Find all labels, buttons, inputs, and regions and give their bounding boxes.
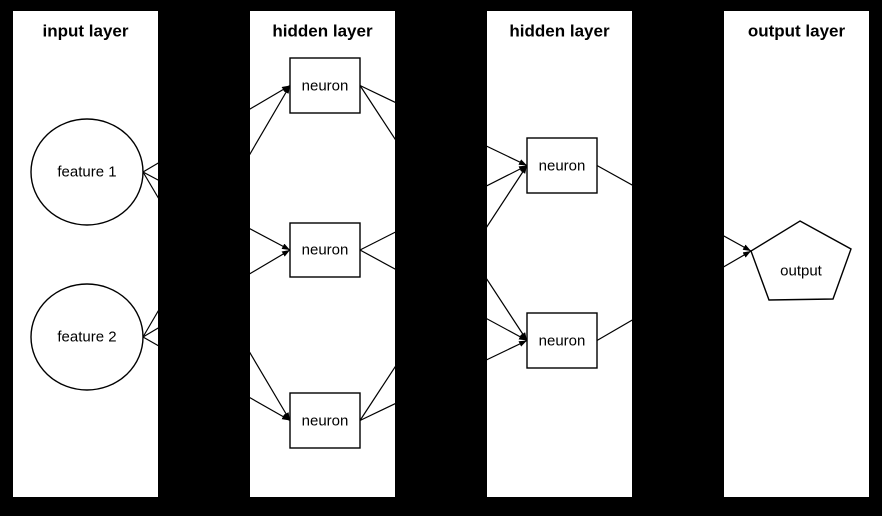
node-hidden1-neuron-1: neuron — [289, 57, 361, 114]
node-feature-1: feature 1 — [30, 118, 144, 226]
node-output-label: output — [780, 263, 823, 280]
panel-hidden-layer-2: hidden layer — [487, 11, 632, 497]
node-hidden2-neuron-2-label: neuron — [539, 333, 586, 350]
nodes-layer: feature 1 feature 2 neuron neuron neuron… — [30, 57, 852, 449]
node-hidden1-neuron-3: neuron — [289, 392, 361, 449]
panel-hidden-layer-2-title: hidden layer — [509, 22, 610, 41]
panel-input-layer-surface — [13, 11, 158, 497]
panel-output-layer-title: output layer — [748, 22, 846, 41]
node-hidden2-neuron-1: neuron — [526, 137, 598, 194]
node-hidden1-neuron-2-label: neuron — [302, 242, 349, 259]
node-hidden1-neuron-1-label: neuron — [302, 78, 349, 95]
node-feature-1-shape — [30, 118, 144, 226]
panel-hidden-layer-2-surface — [487, 11, 632, 497]
node-feature-1-label: feature 1 — [57, 164, 116, 181]
node-hidden2-neuron-1-shape — [526, 137, 598, 194]
node-hidden1-neuron-3-shape — [289, 392, 361, 449]
node-feature-2: feature 2 — [30, 283, 144, 391]
panel-input-layer-title: input layer — [43, 22, 129, 41]
node-hidden1-neuron-2: neuron — [289, 222, 361, 278]
node-hidden2-neuron-1-label: neuron — [539, 158, 586, 175]
node-hidden1-neuron-1-shape — [289, 57, 361, 114]
node-feature-2-shape — [30, 283, 144, 391]
node-output: output — [750, 220, 852, 301]
panel-input-layer: input layer — [13, 11, 158, 497]
node-hidden2-neuron-2-shape — [526, 312, 598, 369]
node-hidden1-neuron-2-shape — [289, 222, 361, 278]
node-hidden1-neuron-3-label: neuron — [302, 413, 349, 430]
panel-hidden-layer-1-title: hidden layer — [272, 22, 373, 41]
node-feature-2-label: feature 2 — [57, 329, 116, 346]
node-hidden2-neuron-2: neuron — [526, 312, 598, 369]
node-output-shape — [750, 220, 852, 301]
